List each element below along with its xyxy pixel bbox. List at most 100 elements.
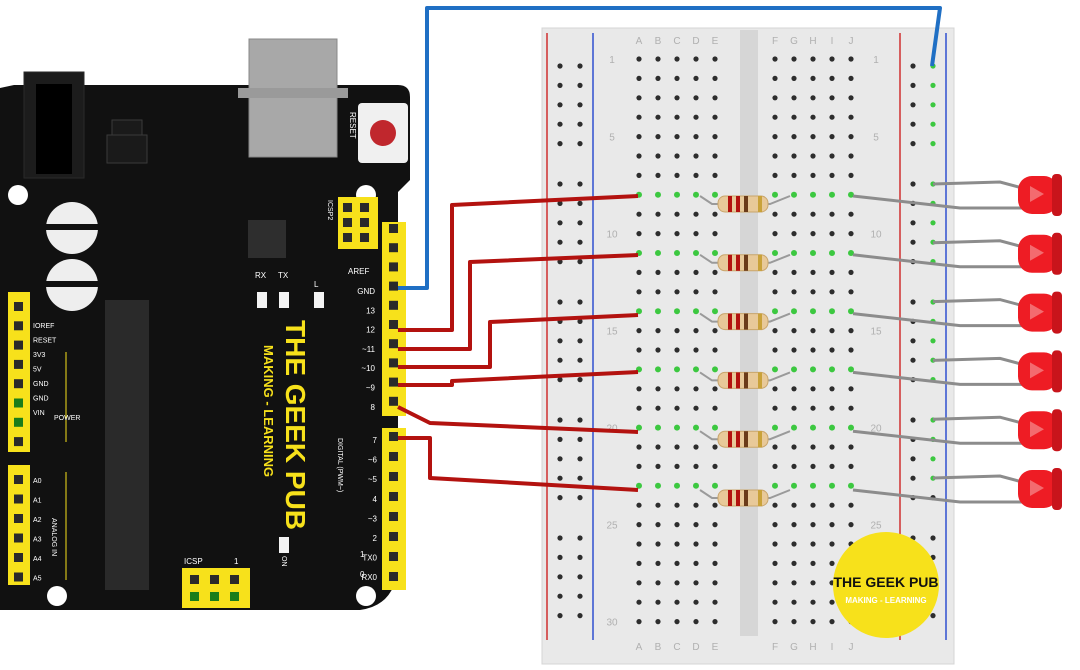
breadboard-hole: [693, 347, 699, 353]
breadboard-hole: [791, 482, 797, 489]
breadboard-hole: [712, 134, 718, 140]
column-letter-bottom: D: [692, 642, 699, 653]
breadboard-hole: [791, 114, 797, 120]
breadboard-hole: [712, 424, 718, 431]
rail-hole: [577, 436, 583, 442]
resistor-band: [744, 372, 748, 389]
rail-hole: [557, 417, 563, 423]
breadboard-hole: [712, 405, 718, 411]
breadboard-hole: [791, 599, 797, 605]
breadboard-hole: [772, 366, 778, 373]
breadboard-hole: [848, 153, 854, 159]
breadboard-hole: [693, 560, 699, 567]
mount-hole-1: [8, 185, 28, 205]
icsp-label: ICSP: [184, 557, 203, 566]
resistor-band: [758, 490, 762, 506]
breadboard-hole: [829, 153, 835, 159]
breadboard-hole: [772, 560, 778, 567]
header-pin: [389, 377, 398, 387]
header-pin: [14, 321, 23, 331]
header-pin: [389, 243, 398, 253]
breadboard-hole: [693, 502, 699, 508]
resistor-band: [728, 490, 732, 506]
breadboard-hole: [772, 95, 778, 101]
breadboard-hole: [636, 580, 642, 586]
breadboard-hole: [791, 328, 797, 334]
breadboard-hole: [810, 560, 816, 567]
header-pin: [14, 475, 23, 484]
red-led-highlight: [1030, 421, 1044, 438]
breadboard-hole: [810, 289, 816, 295]
breadboard-hole: [791, 211, 797, 217]
breadboard-hole: [791, 95, 797, 101]
header-pin: [210, 575, 219, 584]
breadboard-hole: [829, 405, 835, 411]
breadboard-hole: [772, 580, 778, 586]
rail-hole: [910, 141, 916, 147]
analog-pin-label: A3: [33, 537, 42, 544]
breadboard-hole: [772, 308, 778, 315]
header-pin: [14, 572, 23, 582]
rail-hole: [910, 417, 916, 423]
rail-hole: [557, 593, 563, 599]
breadboard-hole: [772, 289, 778, 295]
breadboard-hole: [772, 269, 778, 275]
capacitor-2-band: [45, 281, 99, 287]
led-anode-wire: [852, 429, 1030, 445]
breadboard-hole: [674, 541, 680, 547]
resistor-band: [758, 254, 762, 271]
voltage-regulator-tab: [111, 119, 143, 137]
rail-hole: [910, 338, 916, 344]
digital-pin-label: 13: [366, 306, 375, 315]
rail-hole: [577, 475, 583, 481]
column-letter-bottom: A: [636, 642, 643, 653]
wire-pin9: [398, 370, 639, 387]
header-pin: [389, 452, 398, 461]
resistor-band: [744, 196, 748, 212]
breadboard-hole: [829, 289, 835, 295]
analog-pin-label: A5: [33, 576, 42, 583]
breadboard-hole: [636, 444, 642, 450]
breadboard-hole: [772, 541, 778, 547]
breadboard-hole: [810, 424, 816, 431]
breadboard-hole: [674, 328, 680, 334]
breadboard-hole: [829, 522, 835, 528]
power-pin-label: 3V3: [33, 352, 46, 359]
rail-hole: [577, 200, 583, 206]
digital-pin-label: ~3: [368, 514, 378, 523]
breadboard-hole: [712, 347, 718, 353]
breadboard-hole: [829, 56, 835, 62]
breadboard-hole: [693, 56, 699, 62]
header-pin: [14, 533, 23, 543]
breadboard-hole: [772, 231, 778, 237]
breadboard-hole: [791, 269, 797, 275]
breadboard-hole: [674, 386, 680, 392]
resistor-band: [758, 313, 762, 330]
breadboard-hole: [810, 269, 816, 275]
breadboard-hole: [712, 172, 718, 178]
column-letter-top: D: [692, 36, 699, 47]
header-pin: [389, 532, 398, 541]
column-letter-top: E: [712, 36, 719, 47]
rail-hole: [930, 613, 936, 619]
breadboard-hole: [848, 347, 854, 353]
rail-hole: [910, 220, 916, 226]
breadboard-hole: [693, 153, 699, 159]
arduino-board: RESET RX TX L ON THE GEEK PUB MAKING - L…: [0, 38, 410, 610]
breadboard-hole: [674, 619, 680, 625]
rail-hole: [557, 121, 563, 127]
breadboard-hole: [712, 560, 718, 567]
header-pin: [360, 218, 369, 227]
power-pin-label: VIN: [33, 410, 45, 417]
rail-hole: [557, 475, 563, 481]
reset-button[interactable]: [370, 120, 396, 146]
breadboard-hole: [693, 424, 699, 431]
rail-hole: [930, 456, 936, 462]
red-led-highlight: [1030, 303, 1044, 320]
breadboard-hole: [655, 211, 661, 217]
breadboard-hole: [810, 114, 816, 120]
rail-hole: [930, 82, 936, 88]
